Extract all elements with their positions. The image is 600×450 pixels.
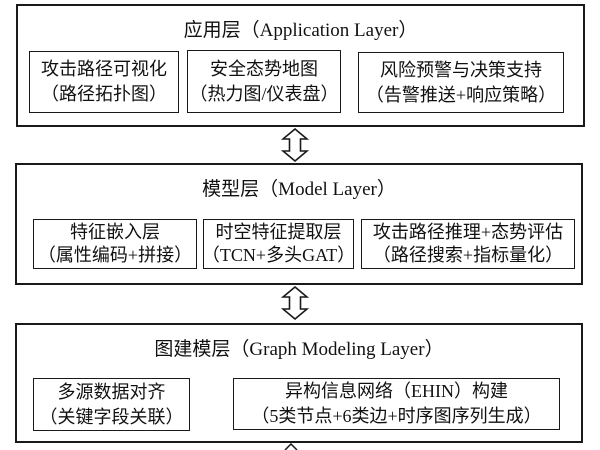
box-line1: 特征嵌入层 bbox=[70, 222, 160, 242]
attack-path-inference-box: 攻击路径推理+态势评估 （路径搜索+指标量化） bbox=[361, 219, 575, 269]
box-line1: 异构信息网络（EHIN）构建 bbox=[285, 381, 508, 401]
double-vertical-arrow-icon bbox=[281, 128, 309, 162]
box-line2: （关键字段关联） bbox=[39, 406, 184, 427]
application-layer-title: 应用层（Application Layer） bbox=[183, 20, 418, 41]
box-line2: （5类节点+6类边+时序图序列生成） bbox=[251, 406, 542, 426]
box-line1: 多源数据对齐 bbox=[57, 381, 166, 402]
box-line2: （路径搜索+指标量化） bbox=[372, 245, 564, 265]
application-layer-box: 应用层（Application Layer） 攻击路径可视化 （路径拓扑图） 安… bbox=[16, 4, 585, 127]
spatiotemporal-feature-extraction-box: 时空特征提取层 （TCN+多头GAT） bbox=[201, 219, 356, 269]
box-line2: （TCN+多头GAT） bbox=[201, 245, 356, 265]
box-line2: （属性编码+拼接） bbox=[37, 245, 193, 265]
box-line1: 风险预警与决策支持 bbox=[380, 59, 542, 80]
graph-modeling-layer-box: 图建模层（Graph Modeling Layer） 多源数据对齐 （关键字段关… bbox=[15, 323, 583, 443]
model-layer-title: 模型层（Model Layer） bbox=[202, 179, 396, 200]
attack-path-visualization-box: 攻击路径可视化 （路径拓扑图） bbox=[29, 51, 179, 113]
model-layer-box: 模型层（Model Layer） 特征嵌入层 （属性编码+拼接） 时空特征提取层… bbox=[15, 163, 583, 285]
partial-arrow-tip-icon bbox=[284, 443, 298, 450]
box-line1: 攻击路径推理+态势评估 bbox=[372, 222, 564, 242]
box-line2: （热力图/仪表盘） bbox=[189, 83, 339, 104]
box-line1: 时空特征提取层 bbox=[215, 222, 342, 242]
feature-embedding-box: 特征嵌入层 （属性编码+拼接） bbox=[33, 219, 197, 269]
multi-source-data-alignment-box: 多源数据对齐 （关键字段关联） bbox=[33, 378, 190, 431]
box-line2: （告警推送+响应策略） bbox=[365, 84, 557, 105]
box-line1: 安全态势地图 bbox=[210, 58, 318, 79]
box-line2: （路径拓扑图） bbox=[41, 84, 167, 104]
ehin-construction-box: 异构信息网络（EHIN）构建 （5类节点+6类边+时序图序列生成） bbox=[233, 378, 560, 430]
graph-modeling-layer-title: 图建模层（Graph Modeling Layer） bbox=[154, 339, 444, 360]
box-line1: 攻击路径可视化 bbox=[41, 59, 167, 79]
security-situation-map-box: 安全态势地图 （热力图/仪表盘） bbox=[187, 50, 341, 113]
risk-warning-decision-support-box: 风险预警与决策支持 （告警推送+响应策略） bbox=[358, 52, 564, 113]
double-vertical-arrow-icon bbox=[281, 286, 309, 320]
